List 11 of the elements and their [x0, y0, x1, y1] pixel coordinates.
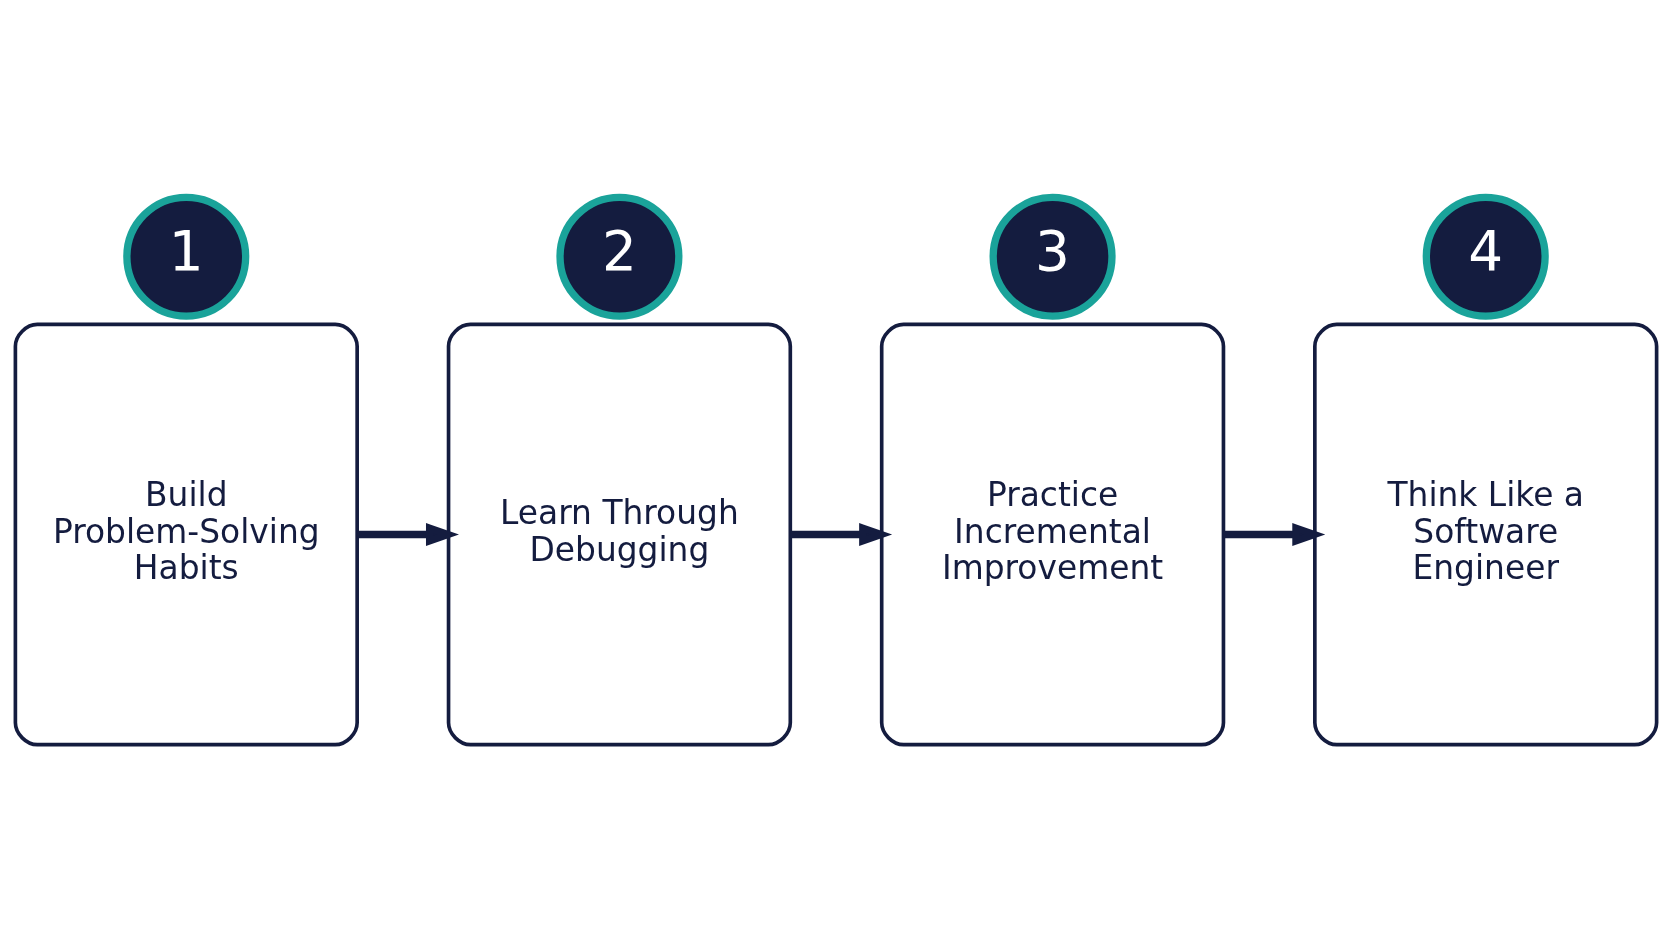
node-box: Practice Incremental Improvement: [879, 322, 1226, 747]
node-circle: 2: [556, 193, 683, 320]
node-box: Think Like a Software Engineer: [1313, 322, 1659, 747]
arrow: [1223, 522, 1326, 546]
arrow: [790, 522, 893, 546]
node-box: Learn Through Debugging: [446, 322, 793, 747]
node-circle: 4: [1422, 193, 1549, 320]
node-circle: 3: [989, 193, 1116, 320]
arrow: [357, 522, 459, 546]
node-box: Build Problem-Solving Habits: [13, 322, 359, 747]
node-circle: 1: [123, 193, 250, 320]
